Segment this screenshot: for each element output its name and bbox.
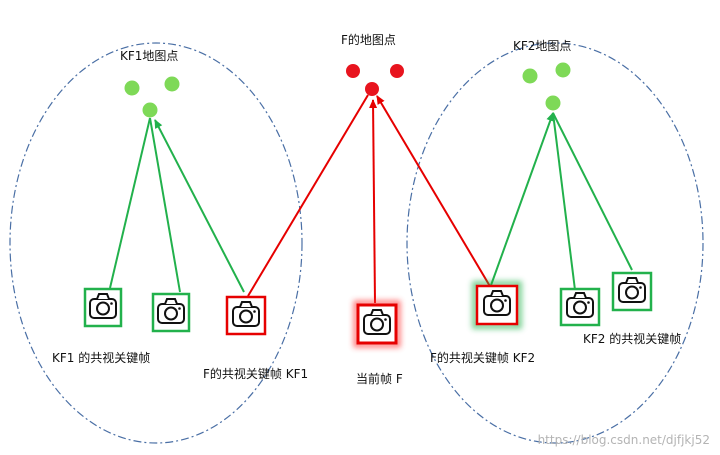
f-covis-kf2-observation-arrow xyxy=(376,95,492,289)
kf2-observation-arrow xyxy=(489,112,555,289)
f-map-point xyxy=(346,64,360,78)
f-covis-kf2-label: F的共视关键帧 KF2 xyxy=(430,350,535,365)
current-frame xyxy=(353,300,401,348)
kf2-covis-label: KF2 的共视关键帧 xyxy=(583,331,681,346)
f-covis-kf1-observation-line xyxy=(247,94,369,297)
kf1-group-ellipse xyxy=(9,42,303,444)
kf2-observation-line xyxy=(552,112,633,271)
kf2-map-point xyxy=(522,68,538,84)
kf1-map-point xyxy=(142,102,158,118)
kf1-map-point xyxy=(124,80,140,96)
kf1-observation-arrow xyxy=(154,119,245,293)
kf1-covis-keyframe xyxy=(151,292,191,333)
kf1-observation-line xyxy=(149,117,181,293)
f-covis-keyframe-kf2 xyxy=(472,281,522,329)
kf2-covis-keyframe xyxy=(559,287,601,327)
f-covis-keyframe-kf1 xyxy=(225,295,267,336)
kf1-observation-line xyxy=(109,117,151,289)
f-map-point xyxy=(390,64,404,78)
kf1-map-point xyxy=(164,76,180,92)
f-map-points-label: F的地图点 xyxy=(341,32,396,47)
watermark: https://blog.csdn.net/djfjkj52 xyxy=(538,433,710,447)
kf1-covis-keyframe xyxy=(83,287,123,328)
kf2-observation-line xyxy=(552,112,576,291)
kf1-covis-label: KF1 的共视关键帧 xyxy=(52,350,150,365)
kf1-map-points-label: KF1地图点 xyxy=(120,49,178,63)
kf2-map-point xyxy=(555,62,571,78)
kf2-map-points-label: KF2地图点 xyxy=(513,39,571,53)
f-map-point xyxy=(365,82,379,96)
kf2-map-point xyxy=(545,95,561,111)
kf2-covis-keyframe xyxy=(611,271,653,312)
f-covis-kf1-label: F的共视关键帧 KF1 xyxy=(203,366,308,381)
current-frame-observation-arrow xyxy=(369,99,378,304)
current-frame-label: 当前帧 F xyxy=(356,371,403,386)
kf2-group-ellipse xyxy=(406,42,704,444)
